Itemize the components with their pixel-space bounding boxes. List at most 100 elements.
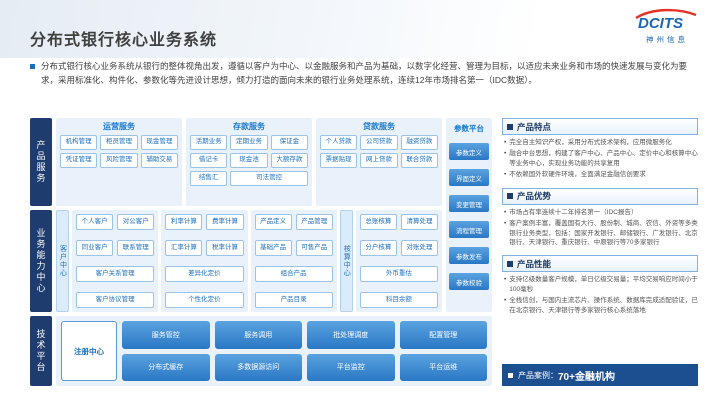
service-box: 融资贷款 [400, 135, 438, 150]
dot-icon: • [504, 276, 507, 284]
dot-icon: • [504, 220, 507, 228]
service-group-loan: 贷款服务 个人贷款 公司贷款 融资贷款 票据贴现 网上贷款 联合贷款 [316, 118, 442, 206]
case-value: 70+金融机构 [558, 371, 615, 383]
panel-section-header-performance: 产品性能 [502, 255, 698, 273]
service-box: 公司贷款 [360, 135, 398, 150]
bullet-text: 不依赖国外软硬件环境，全面满足金融信创要求 [509, 171, 646, 179]
bullet-text: 全栈信创，与国内主流芯片、操作系统、数据库完成适配验证，已在北京银行、天津银行等… [509, 297, 698, 314]
service-box: 网上贷款 [360, 153, 398, 168]
registry-center-box: 注册中心 [61, 321, 117, 381]
center-box: 产品管理 [295, 214, 333, 230]
square-bullet-icon [508, 372, 513, 378]
case-label: 产品案例： [518, 370, 558, 380]
group-grid: 机构管理 柜员管理 现金管理 凭证管理 风险管理 辅助交易 [60, 135, 178, 168]
bullet-item: •完全自主知识产权，采用分布式技术架构，应用微服务化 [502, 138, 698, 147]
dot-icon: • [504, 150, 507, 158]
center-box: 清算处理 [400, 214, 438, 230]
tech-button: 服务管控 [122, 321, 210, 349]
bullet-item: •市场占有率连续十二年排名第一（IDC报告） [502, 208, 698, 217]
center-box: 对账处理 [400, 240, 438, 256]
group-grid: 活期业务 定期业务 保证金 借记卡 现金池 大额存款 结售汇 司法管控 [190, 135, 308, 186]
center-box: 组合产品 [254, 266, 333, 282]
logo-subbrand: 神州信息 [646, 35, 688, 44]
architecture-diagram: 产品服务 业务能力中心 技术平台 运营服务 机构管理 柜员管理 现金管理 凭证管… [30, 118, 492, 386]
service-box: 现金池 [230, 153, 268, 168]
intro-text: 分布式银行核心业务系统从银行的整体视角出发，遵循以客户为中心、以金融服务和产品为… [41, 61, 688, 85]
service-box: 借记卡 [190, 153, 228, 168]
tech-button: 平台运维 [399, 353, 487, 381]
service-box: 活期业务 [190, 135, 228, 150]
layer-label-business-center: 业务能力中心 [30, 210, 52, 312]
dot-icon: • [504, 171, 507, 179]
service-box: 司法管控 [230, 171, 308, 186]
center-box: 产品目录 [254, 292, 333, 308]
param-button: 参数发布 [449, 247, 489, 264]
tech-button: 多数据源访问 [214, 353, 302, 381]
center-box: 汇率计算 [165, 240, 203, 256]
center-box: 分户核算 [359, 240, 397, 256]
intro: 分布式银行核心业务系统从银行的整体视角出发，遵循以客户为中心、以金融服务和产品为… [30, 60, 692, 87]
group-title: 贷款服务 [363, 122, 395, 131]
customer-center-group: 个人客户 对公客户 同业客户 联系管理 客户关系管理 客户协议管理 [72, 210, 159, 312]
service-box: 机构管理 [60, 135, 98, 150]
case-bar: 产品案例： 70+金融机构 [502, 364, 698, 386]
center-box: 个人客户 [76, 214, 114, 230]
bullet-text: 市场占有率连续十二年排名第一（IDC报告） [509, 208, 638, 216]
center-box: 可售产品 [295, 240, 333, 256]
square-bullet-icon [507, 123, 513, 130]
service-box: 柜员管理 [100, 135, 138, 150]
center-box: 科目余额 [359, 292, 438, 308]
page-title: 分布式银行核心业务系统 [30, 32, 218, 49]
panel-section-title: 产品优势 [517, 191, 552, 202]
dot-icon: • [504, 297, 507, 305]
accounting-center-group: 总账核算 清算处理 分户核算 对账处理 外币重估 科目余额 [355, 210, 442, 312]
service-box: 保证金 [270, 135, 308, 150]
center-box: 个性化定价 [165, 292, 244, 308]
service-group-deposit: 存款服务 活期业务 定期业务 保证金 借记卡 现金池 大额存款 结售汇 司法管控 [186, 118, 312, 206]
business-center-row: 客户中心 个人客户 对公客户 同业客户 联系管理 客户关系管理 客户协议管理 利… [56, 210, 442, 312]
center-box: 对公客户 [117, 214, 155, 230]
logo: DCITS 神州信息 [632, 8, 702, 45]
dot-icon: • [504, 208, 507, 216]
logo-graphic: DCITS [635, 8, 697, 32]
center-box: 联系管理 [117, 240, 155, 256]
panel-section-bullets: •完全自主知识产权，采用分布式技术架构，应用微服务化 •融合中台思想，构建了客户… [502, 138, 698, 182]
panel-section-header-features: 产品特点 [502, 118, 698, 135]
bullet-item: •全栈信创，与国内主流芯片、操作系统、数据库完成适配验证，已在北京银行、天津银行… [502, 296, 698, 315]
layer-label-tech-platform: 技术平台 [30, 316, 52, 386]
tech-grid: 服务管控 服务调用 批处理调度 配置管理 分布式缓存 多数据源访问 平台监控 平… [122, 321, 487, 381]
bullet-item: •支持亿级数量客户规模，单日亿级交易量；平均交易响应时间小于100毫秒 [502, 275, 698, 294]
param-platform-title: 参数平台 [454, 124, 484, 133]
group-title: 运营服务 [103, 122, 135, 131]
bullet-text: 支持亿级数量客户规模，单日亿级交易量；平均交易响应时间小于100毫秒 [509, 276, 698, 293]
tech-button: 配置管理 [399, 321, 487, 349]
panel-section-title: 产品性能 [517, 258, 552, 269]
param-button: 参数校验 [449, 273, 489, 290]
service-box: 结售汇 [190, 171, 228, 186]
dot-icon: • [504, 139, 507, 146]
group-title: 存款服务 [233, 122, 265, 131]
center-box: 客户协议管理 [76, 292, 155, 308]
param-platform-column: 参数平台 参数定义 界面定义 变更管理 流程管理 参数发布 参数校验 [446, 118, 492, 312]
square-bullet-icon [507, 193, 513, 200]
param-button: 界面定义 [449, 169, 489, 186]
center-box: 产品定义 [254, 214, 292, 230]
service-box: 大额存款 [270, 153, 308, 168]
group-grid: 个人贷款 公司贷款 融资贷款 票据贴现 网上贷款 联合贷款 [320, 135, 438, 168]
service-box: 联合贷款 [400, 153, 438, 168]
logo-brand: DCITS [638, 15, 683, 32]
tech-platform-row: 注册中心 服务管控 服务调用 批处理调度 配置管理 分布式缓存 多数据源访问 平… [56, 316, 492, 386]
param-button: 参数定义 [449, 143, 489, 160]
center-box: 客户关系管理 [76, 266, 155, 282]
bullet-item: •客户案例丰富，覆盖国有大行、股份制、城商、农信、外资等多类银行业务类型，包括：… [502, 219, 698, 247]
bullet-text: 客户案例丰富，覆盖国有大行、股份制、城商、农信、外资等多类银行业务类型，包括：国… [509, 220, 698, 246]
panel-section-bullets: •市场占有率连续十二年排名第一（IDC报告） •客户案例丰富，覆盖国有大行、股份… [502, 208, 698, 250]
center-box: 利率计算 [165, 214, 203, 230]
service-box: 定期业务 [230, 135, 268, 150]
tech-button: 服务调用 [214, 321, 302, 349]
bullet-item: •融合中台思想，构建了客户中心、产品中心、定价中心和核算中心等业务中心，实现业务… [502, 149, 698, 168]
service-box: 个人贷款 [320, 135, 358, 150]
product-center-group: 产品定义 产品管理 基础产品 可售产品 组合产品 产品目录 [250, 210, 337, 312]
tech-button: 平台监控 [307, 353, 395, 381]
service-group-operations: 运营服务 机构管理 柜员管理 现金管理 凭证管理 风险管理 辅助交易 [56, 118, 182, 206]
